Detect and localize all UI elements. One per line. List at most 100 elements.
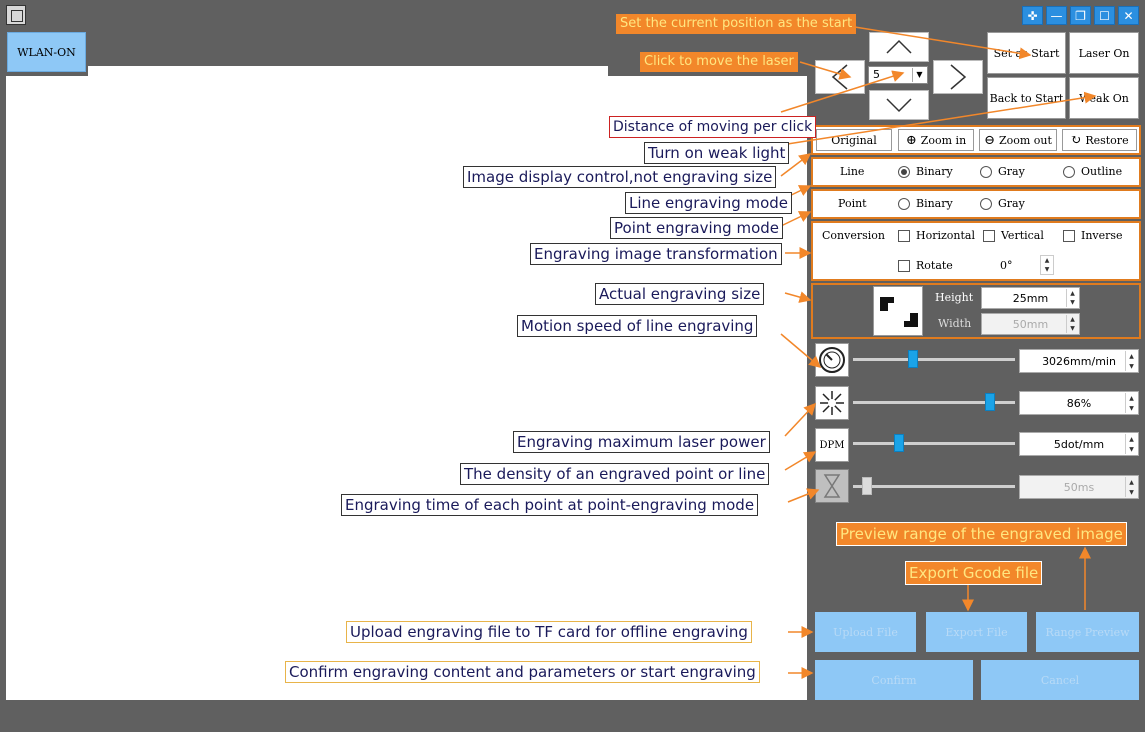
- inverse-option[interactable]: Inverse: [1063, 229, 1123, 242]
- burst-icon: [820, 391, 844, 415]
- note-set-start: Set the current position as the start: [616, 14, 857, 34]
- speed-slider-track[interactable]: [853, 358, 1015, 361]
- power-slider-track[interactable]: [853, 401, 1015, 404]
- width-field[interactable]: 50mm▲▼: [981, 313, 1080, 335]
- chevron-up-icon: [886, 39, 912, 54]
- width-value: 50mm: [1012, 317, 1049, 331]
- conversion-panel: [811, 221, 1141, 281]
- speed-slider-thumb[interactable]: [907, 350, 918, 368]
- horizontal-checkbox[interactable]: [898, 229, 910, 242]
- horizontal-option[interactable]: Horizontal: [898, 229, 975, 242]
- range-preview-button[interactable]: Range Preview: [1036, 612, 1139, 652]
- conversion-label: Conversion: [822, 229, 885, 242]
- set-as-start-button[interactable]: Set as Start: [987, 32, 1066, 74]
- chevron-down-icon: [886, 98, 912, 113]
- vertical-checkbox[interactable]: [983, 229, 995, 242]
- rotate-spinner[interactable]: ▲▼: [1040, 255, 1054, 275]
- dpm-field[interactable]: 5dot/mm▲▼: [1019, 432, 1139, 456]
- zoom-out-icon: ⊖: [984, 132, 995, 148]
- line-binary-radio[interactable]: [898, 165, 910, 178]
- export-file-button[interactable]: Export File: [926, 612, 1027, 652]
- line-outline-radio[interactable]: [1063, 165, 1075, 178]
- chevron-down-icon[interactable]: ▼: [912, 68, 926, 82]
- line-gray-option[interactable]: Gray: [980, 165, 1025, 178]
- inverse-label: Inverse: [1081, 229, 1123, 242]
- line-outline-option[interactable]: Outline: [1063, 165, 1122, 178]
- restore-label: Restore: [1085, 133, 1129, 147]
- close-icon[interactable]: ✕: [1118, 6, 1139, 25]
- note-point-time: Engraving time of each point at point-en…: [341, 494, 759, 516]
- size-lock-icon[interactable]: [873, 286, 923, 336]
- power-field[interactable]: 86%▲▼: [1019, 391, 1139, 415]
- note-export-gcode: Export Gcode file: [905, 561, 1043, 585]
- zoom-in-button[interactable]: ⊕Zoom in: [898, 129, 974, 151]
- line-binary-option[interactable]: Binary: [898, 165, 953, 178]
- note-actual-size: Actual engraving size: [595, 283, 765, 305]
- maximize-icon[interactable]: ☐: [1094, 6, 1115, 25]
- chevron-right-icon: [950, 64, 967, 90]
- weak-on-button[interactable]: Weak On: [1069, 77, 1139, 119]
- inverse-checkbox[interactable]: [1063, 229, 1075, 242]
- note-transform: Engraving image transformation: [530, 243, 782, 265]
- canvas-top-band: [88, 66, 608, 78]
- cancel-button[interactable]: Cancel: [981, 660, 1139, 700]
- note-max-power: Engraving maximum laser power: [513, 431, 770, 453]
- original-button[interactable]: Original: [816, 129, 892, 151]
- point-binary-option[interactable]: Binary: [898, 197, 953, 210]
- point-binary-label: Binary: [916, 197, 953, 210]
- zoom-in-label: Zoom in: [920, 133, 967, 147]
- confirm-button[interactable]: Confirm: [815, 660, 973, 700]
- move-right-button[interactable]: [933, 60, 983, 94]
- step-distance-value: 5: [873, 68, 880, 81]
- time-slider-track[interactable]: [853, 485, 1015, 488]
- point-binary-radio[interactable]: [898, 197, 910, 210]
- minimize-icon[interactable]: —: [1046, 6, 1067, 25]
- note-preview-range: Preview range of the engraved image: [836, 522, 1127, 546]
- move-down-button[interactable]: [869, 90, 929, 120]
- note-point-mode: Point engraving mode: [610, 217, 784, 239]
- back-to-start-button[interactable]: Back to Start: [987, 77, 1066, 119]
- upload-file-button[interactable]: Upload File: [815, 612, 916, 652]
- note-upload-tf: Upload engraving file to TF card for off…: [346, 621, 752, 643]
- restore-icon: ↻: [1070, 132, 1082, 148]
- wlan-on-button[interactable]: WLAN-ON: [7, 32, 86, 72]
- width-label: Width: [938, 317, 972, 330]
- note-motion-speed: Motion speed of line engraving: [517, 315, 758, 337]
- dpm-slider-track[interactable]: [853, 442, 1015, 445]
- rotate-option[interactable]: Rotate: [898, 259, 953, 272]
- note-weak-light: Turn on weak light: [644, 142, 790, 164]
- note-density: The density of an engraved point or line: [460, 463, 770, 485]
- speed-field[interactable]: 3026mm/min▲▼: [1019, 349, 1139, 373]
- chevron-left-icon: [831, 64, 848, 90]
- zoom-out-label: Zoom out: [998, 133, 1052, 147]
- move-left-button[interactable]: [815, 60, 865, 94]
- move-up-button[interactable]: [869, 32, 929, 62]
- rotate-value: 0°: [1000, 259, 1013, 272]
- height-value: 25mm: [1012, 291, 1049, 305]
- time-slider-thumb[interactable]: [862, 477, 873, 495]
- time-field[interactable]: 50ms▲▼: [1019, 475, 1139, 499]
- step-distance-select[interactable]: 5 ▼: [868, 66, 928, 84]
- laser-on-button[interactable]: Laser On: [1069, 32, 1139, 74]
- point-gray-radio[interactable]: [980, 197, 992, 210]
- zoom-in-icon: ⊕: [905, 132, 917, 148]
- horizontal-label: Horizontal: [916, 229, 975, 242]
- zoom-out-button[interactable]: ⊖Zoom out: [979, 129, 1057, 151]
- note-confirm-start: Confirm engraving content and parameters…: [285, 661, 760, 683]
- height-field[interactable]: 25mm▲▼: [981, 287, 1080, 309]
- note-display-control: Image display control,not engraving size: [463, 166, 777, 188]
- dpm-icon: DPM: [815, 428, 849, 462]
- line-gray-radio[interactable]: [980, 165, 992, 178]
- vertical-option[interactable]: Vertical: [983, 229, 1044, 242]
- restore-window-icon[interactable]: ❐: [1070, 6, 1091, 25]
- dpm-slider-thumb[interactable]: [894, 434, 905, 452]
- app-icon: [6, 5, 26, 25]
- move-window-icon[interactable]: ✜: [1022, 6, 1043, 25]
- restore-button[interactable]: ↻Restore: [1062, 129, 1137, 151]
- point-gray-option[interactable]: Gray: [980, 197, 1025, 210]
- laser-power-icon: [815, 386, 849, 420]
- power-slider-thumb[interactable]: [985, 393, 996, 411]
- rotate-checkbox[interactable]: [898, 259, 910, 272]
- note-line-mode: Line engraving mode: [625, 192, 793, 214]
- speed-value: 3026mm/min: [1042, 354, 1116, 368]
